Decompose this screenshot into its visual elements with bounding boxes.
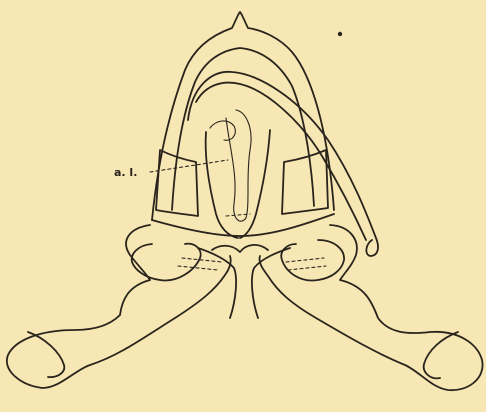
right-plate: [282, 150, 328, 214]
right-dashes-upper: [286, 258, 324, 262]
left-arm-lower-curve: [28, 332, 64, 377]
dome-outline: [152, 12, 334, 220]
inner-lobe-left: [206, 132, 238, 238]
label-al: a. l.: [114, 166, 137, 179]
right-arm-lower-curve: [424, 332, 458, 378]
label-leader-line: [150, 160, 228, 172]
central-bridge-right: [252, 248, 290, 318]
hooked-rod: [188, 72, 378, 256]
inner-lobe-right: [240, 130, 270, 238]
right-arm-outline: [259, 225, 482, 390]
inner-tube: [226, 110, 251, 221]
central-notch: [212, 245, 268, 252]
dome-inner: [172, 48, 314, 210]
left-arm-inner: [132, 244, 201, 281]
inner-tube-curl: [210, 121, 235, 140]
right-dashes-lower: [288, 266, 326, 270]
left-arm-outline: [7, 225, 231, 388]
right-arm-inner: [281, 240, 344, 280]
dome-base: [152, 214, 334, 236]
left-dashes-lower: [178, 266, 218, 270]
ink-speck: [338, 32, 342, 36]
left-dashes-upper: [182, 258, 222, 262]
